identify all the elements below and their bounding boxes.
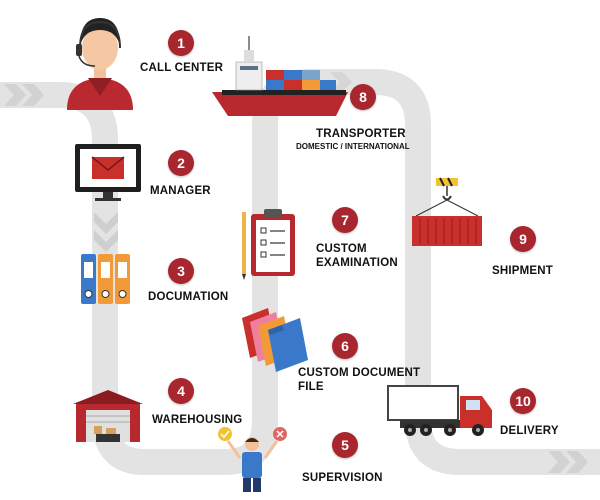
call-center-agent-icon — [67, 18, 133, 110]
step-1-badge: 1 — [168, 30, 194, 56]
start-chevrons-icon — [4, 84, 44, 106]
step-7-label: CUSTOM EXAMINATION — [316, 243, 398, 269]
delivery-truck-icon — [387, 385, 492, 436]
step-2-badge: 2 — [168, 150, 194, 176]
crane-container-icon — [412, 177, 482, 246]
step-5-badge: 5 — [332, 432, 358, 458]
step-6-label: CUSTOM DOCUMENT FILE — [298, 367, 421, 393]
binders-icon — [81, 254, 130, 304]
step-9-badge: 9 — [510, 226, 536, 252]
monitor-mail-icon — [75, 144, 141, 201]
step-4-label: WAREHOUSING — [152, 414, 243, 426]
cargo-ship-icon — [212, 36, 348, 116]
step-8-sublabel: DOMESTIC / INTERNATIONAL — [296, 142, 410, 151]
step-3-label: DOCUMATION — [148, 291, 229, 303]
clipboard-checklist-icon — [242, 209, 295, 280]
step-9-label: SHIPMENT — [492, 265, 554, 277]
end-chevrons-icon — [548, 451, 588, 473]
step-1-label: CALL CENTER — [140, 62, 224, 74]
supervisor-icon — [218, 427, 287, 492]
step-4-badge: 4 — [168, 378, 194, 404]
step-5-label: SUPERVISION — [302, 472, 383, 484]
down-chevrons-icon — [94, 212, 118, 252]
step-8-badge: 8 — [350, 84, 376, 110]
step-7-badge: 7 — [332, 207, 358, 233]
document-folders-icon — [242, 308, 308, 372]
step-8-label: TRANSPORTER — [316, 128, 406, 140]
warehouse-icon — [73, 390, 143, 442]
process-path — [0, 69, 600, 475]
step-10-label: DELIVERY — [500, 425, 559, 437]
step-3-badge: 3 — [168, 258, 194, 284]
step-2-label: MANAGER — [150, 185, 211, 197]
step-6-badge: 6 — [332, 333, 358, 359]
step-10-badge: 10 — [510, 388, 536, 414]
